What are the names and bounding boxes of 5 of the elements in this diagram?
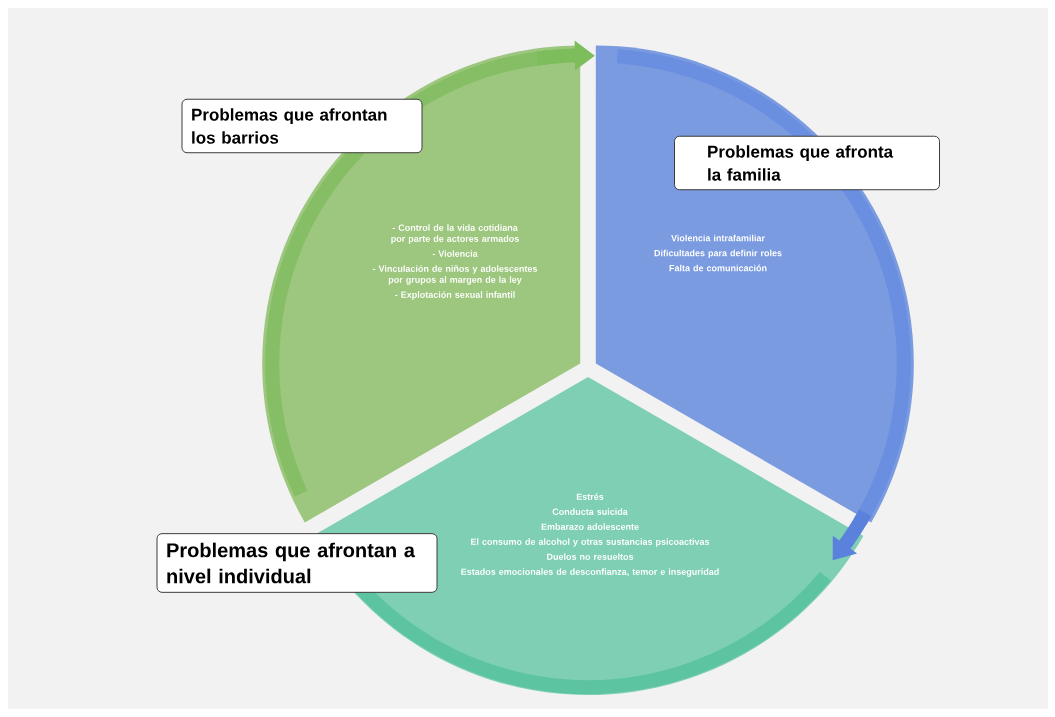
callout-box: Problemas que afrontan a nivel individual <box>156 533 438 593</box>
callout-box: Problemas que afronta la familia <box>674 135 940 191</box>
arrow <box>832 509 872 561</box>
arrow <box>536 40 595 71</box>
callout-box: Problemas que afrontan los barrios <box>181 98 423 154</box>
